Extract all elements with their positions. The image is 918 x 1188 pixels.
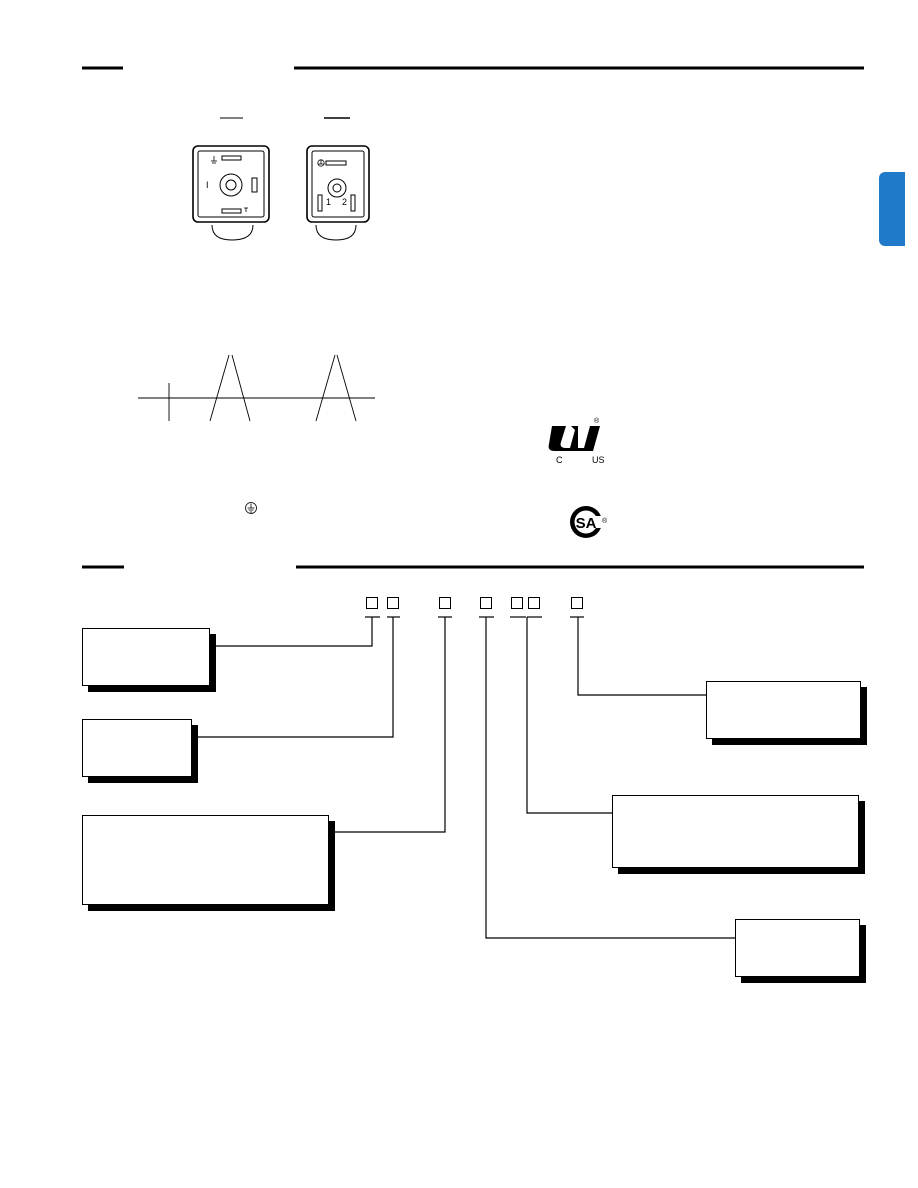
ul-c-label: C xyxy=(556,455,563,465)
ul-registered-mark: ® xyxy=(594,418,600,425)
code-box-6 xyxy=(528,597,540,609)
code-box-3 xyxy=(439,597,451,609)
callout-box-1 xyxy=(82,628,210,686)
code-box-7 xyxy=(571,597,583,609)
callout-box-3 xyxy=(82,815,329,905)
code-box-5 xyxy=(511,597,523,609)
code-box-4 xyxy=(480,597,492,609)
connector-right xyxy=(306,145,370,241)
connector-right-pin2-label: 2 xyxy=(342,197,348,207)
connector-right-pin1-label: 1 xyxy=(326,197,332,207)
section-tab[interactable] xyxy=(879,172,905,246)
ul-us-label: US xyxy=(592,455,605,465)
connector-left xyxy=(192,145,270,241)
csa-registered-mark: ® xyxy=(602,518,608,525)
ul-logo-icon xyxy=(548,426,600,451)
earth-ground-icon xyxy=(245,502,257,514)
svg-text:SA: SA xyxy=(576,515,597,532)
dimension-sketch xyxy=(138,354,375,422)
callout-box-6 xyxy=(735,919,860,977)
callout-box-2 xyxy=(82,719,192,777)
callout-box-5 xyxy=(612,795,859,868)
code-box-1 xyxy=(366,597,378,609)
csa-logo-icon: SA xyxy=(570,506,602,538)
connector-left-pin-label: I xyxy=(206,180,209,190)
code-box-2 xyxy=(387,597,399,609)
ordering-leader-lines xyxy=(190,616,735,939)
callout-box-4 xyxy=(706,681,861,739)
